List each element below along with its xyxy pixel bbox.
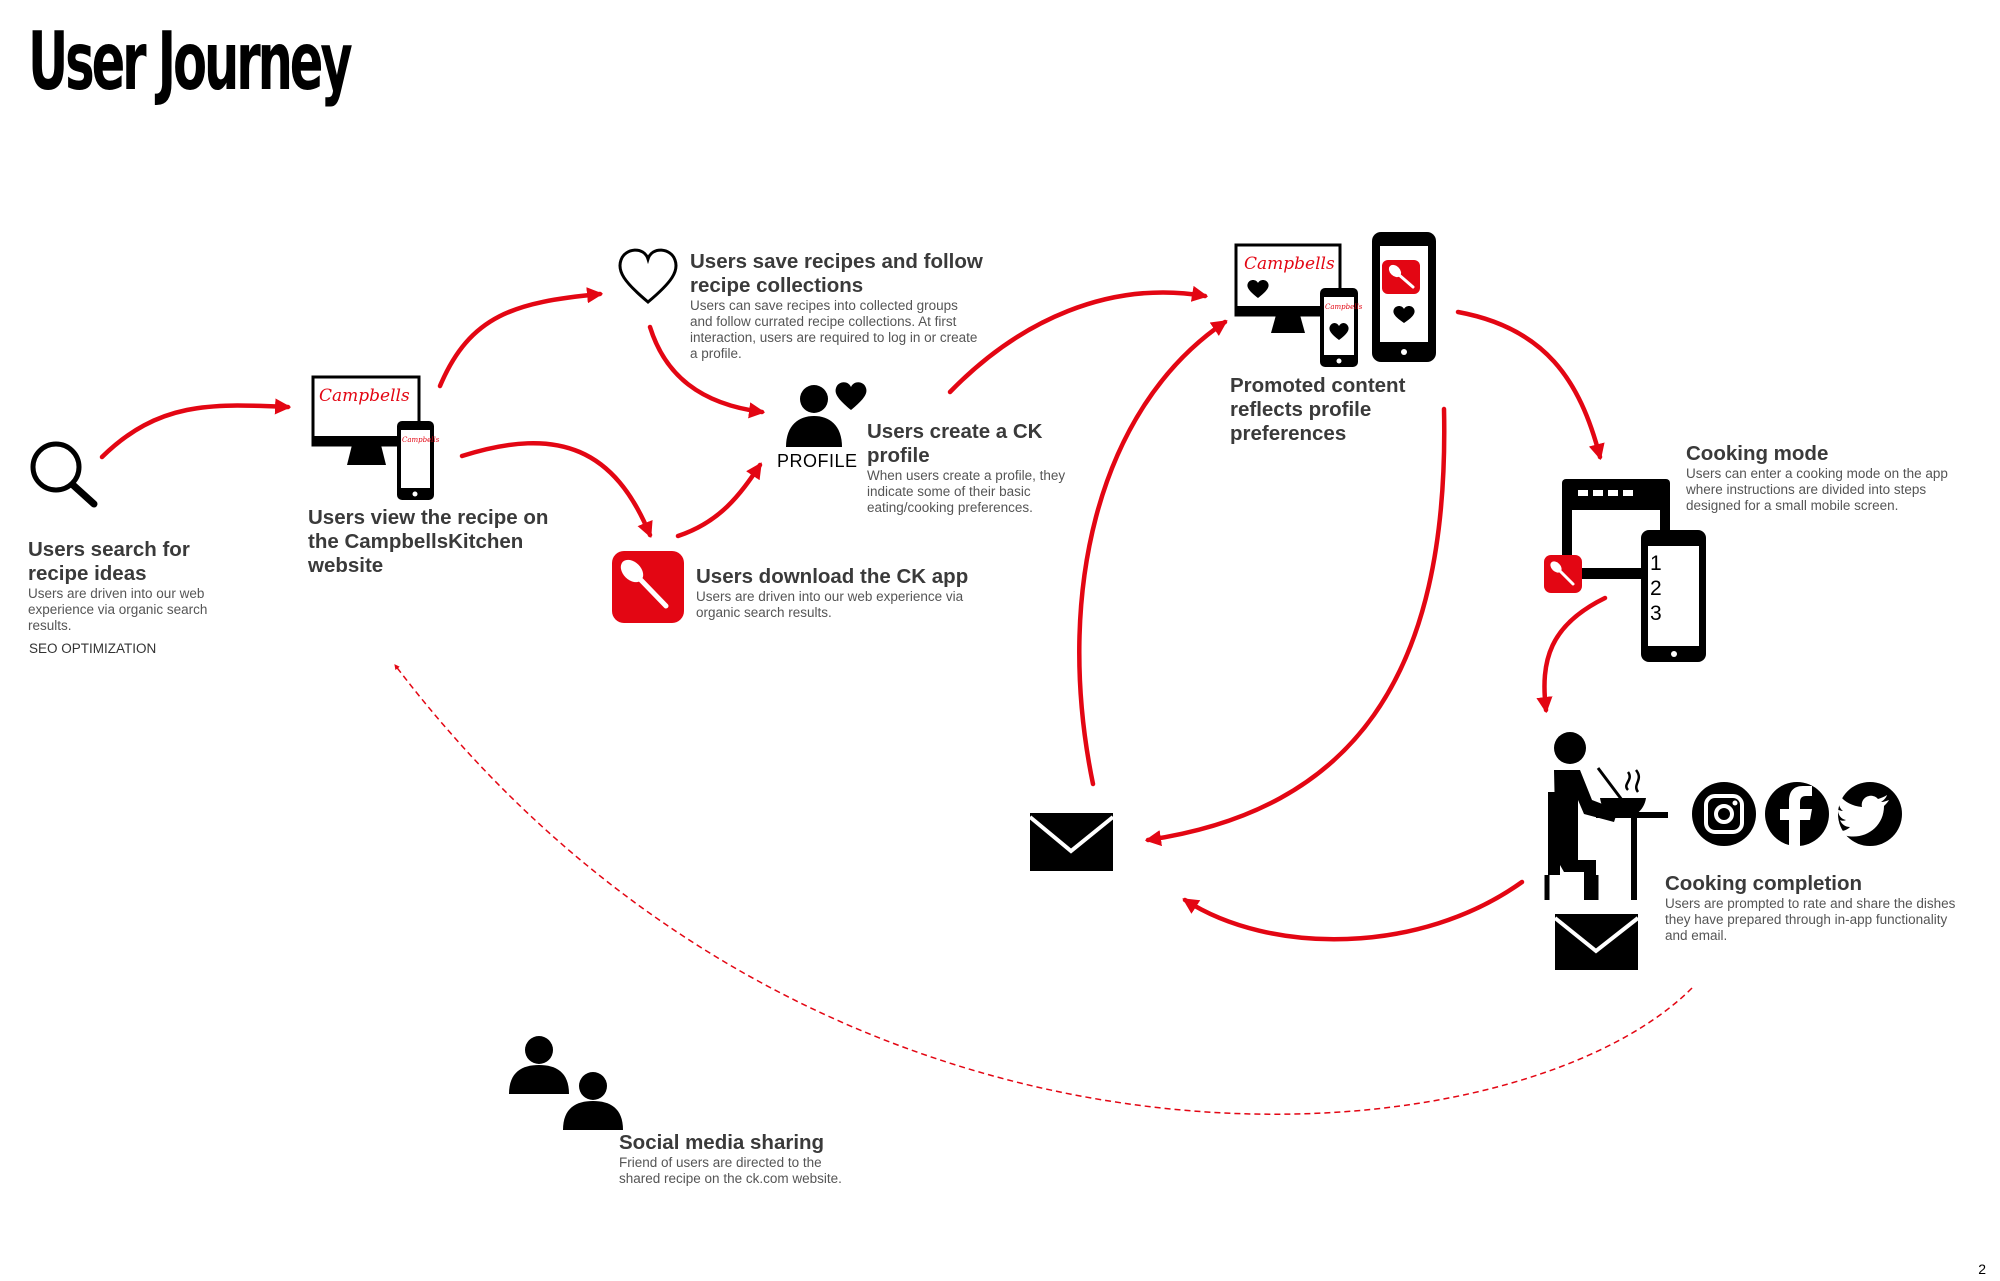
campbells-logo-promoted-small: Campbells <box>1325 303 1363 311</box>
cooking-step-number: 1 <box>1650 552 1662 575</box>
arrow-promoted-to-cooking <box>1455 309 1605 461</box>
arrow-save-to-profile <box>647 324 766 419</box>
step-create-profile: Users create a CK profile When users cre… <box>867 420 1067 516</box>
step-download-app: Users download the CK app Users are driv… <box>696 565 996 621</box>
diner-icon <box>1544 732 1668 900</box>
facebook-icon <box>1765 782 1829 846</box>
step-title: Users search for recipe ideas <box>28 538 190 585</box>
step-title: Users create a CK profile <box>867 420 1043 467</box>
campbells-logo: Campbells <box>319 386 410 406</box>
page-number: 2 <box>1978 1261 1986 1277</box>
campbells-logo-promoted: Campbells <box>1244 254 1335 274</box>
users-icon <box>509 1036 623 1130</box>
step-title: Cooking completion <box>1665 872 1863 895</box>
step-cooking-completion: Cooking completion Users are prompted to… <box>1665 872 1965 944</box>
step-promoted-content: Promoted content reflects profile prefer… <box>1230 374 1430 446</box>
step-description: Users can save recipes into collected gr… <box>690 298 978 361</box>
arrow-search-to-view <box>99 398 292 460</box>
app-spoon-icon <box>612 551 684 623</box>
arrow-view-to-download <box>459 441 653 538</box>
step-title: Users download the CK app <box>696 565 969 588</box>
step-title: Users view the recipe on the CampbellsKi… <box>308 506 549 577</box>
dashed-social-return <box>394 664 1693 1115</box>
step-social-sharing: Social media sharing Friend of users are… <box>619 1131 879 1187</box>
step-view-recipe: Users view the recipe on the CampbellsKi… <box>308 506 568 578</box>
cooking-step-number: 3 <box>1650 602 1662 625</box>
search-icon <box>30 441 98 508</box>
step-search: Users search for recipe ideas Users are … <box>28 538 228 634</box>
step-description: Users can enter a cooking mode on the ap… <box>1686 466 1948 513</box>
arrow-view-to-save <box>437 287 604 389</box>
arrow-email-to-promoted <box>1077 319 1228 787</box>
step-description: Friend of users are directed to the shar… <box>619 1155 842 1186</box>
seo-tag: SEO OPTIMIZATION <box>29 641 157 656</box>
page-title: User Journey <box>28 15 353 108</box>
envelope-icon <box>1553 914 1640 970</box>
cooking-step-number: 2 <box>1650 577 1662 600</box>
step-description: When users create a profile, they indica… <box>867 468 1066 515</box>
step-save-recipes: Users save recipes and follow recipe col… <box>690 250 990 362</box>
devices-heart-icon: Campbells Campbells <box>1234 232 1436 367</box>
campbells-logo-small: Campbells <box>402 436 440 444</box>
step-cooking-mode: Cooking mode Users can enter a cooking m… <box>1686 442 1956 514</box>
step-title: Social media sharing <box>619 1131 825 1154</box>
profile-icon-label: PROFILE <box>777 451 858 471</box>
envelope-icon <box>1028 813 1115 871</box>
profile-heart-icon <box>786 382 867 447</box>
instagram-icon <box>1692 782 1756 846</box>
heart-outline-icon <box>618 248 678 304</box>
step-description: Users are driven into our web experience… <box>696 589 964 620</box>
step-title: Promoted content reflects profile prefer… <box>1230 374 1406 445</box>
arrow-download-to-profile <box>675 462 763 539</box>
oven-phone-icon <box>1544 479 1706 662</box>
step-title: Users save recipes and follow recipe col… <box>690 250 983 297</box>
step-description: Users are driven into our web experience… <box>28 586 208 633</box>
arrow-cooking-to-completion <box>1536 595 1608 714</box>
arrow-profile-to-promoted <box>947 285 1209 395</box>
arrow-promoted-to-email <box>1144 406 1447 847</box>
arrow-completion-to-email <box>1182 879 1525 942</box>
step-description: Users are prompted to rate and share the… <box>1665 896 1956 943</box>
desktop-mobile-icon: Campbells Campbells <box>311 375 440 500</box>
twitter-icon <box>1835 782 1902 846</box>
step-title: Cooking mode <box>1686 442 1829 465</box>
